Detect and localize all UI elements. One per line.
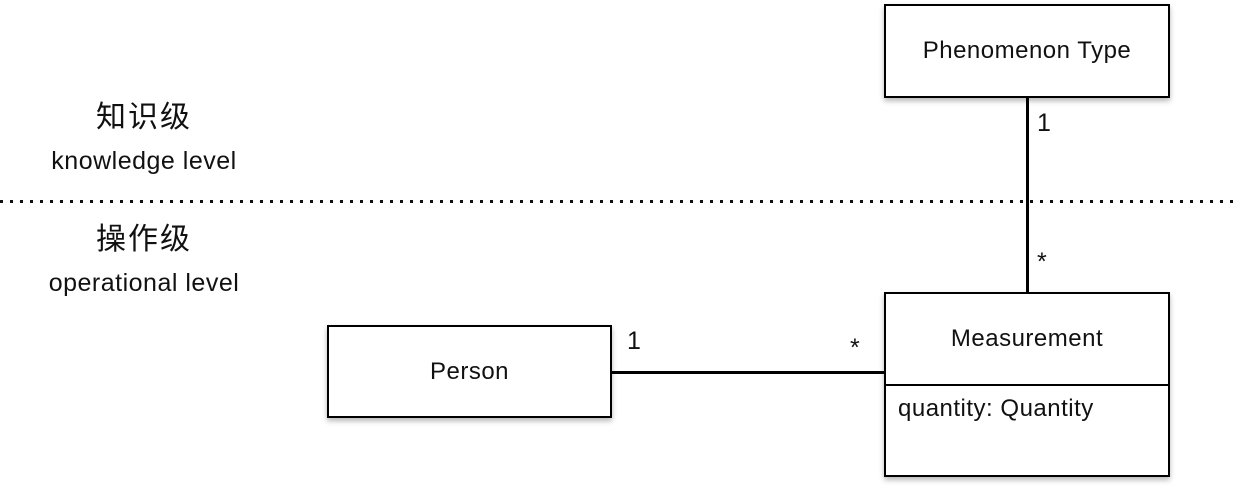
class-attributes-measurement: quantity: Quantity	[886, 384, 1168, 432]
knowledge-level-label-zh: 知识级	[96, 101, 192, 134]
class-box-person: Person	[327, 325, 612, 418]
association-line-phenomenontype-measurement	[1026, 98, 1029, 292]
level-divider-line	[0, 200, 1240, 203]
knowledge-level-label-en: knowledge level	[51, 147, 237, 175]
multiplicity-label-phenomenontype-end: 1	[1037, 109, 1051, 137]
class-box-measurement: Measurement quantity: Quantity	[884, 292, 1170, 477]
operational-level-label-en: operational level	[48, 269, 240, 297]
operational-level-label: 操作级 operational level	[0, 218, 288, 305]
operational-level-label-zh: 操作级	[96, 223, 192, 256]
knowledge-level-label: 知识级 knowledge level	[0, 96, 288, 183]
association-line-person-measurement	[611, 371, 884, 374]
attribute-quantity: quantity: Quantity	[898, 395, 1094, 422]
multiplicity-label-measurement-end-top: *	[1037, 248, 1047, 276]
class-title-person: Person	[429, 357, 510, 385]
class-title-measurement: Measurement	[950, 325, 1104, 352]
multiplicity-label-measurement-end-left: *	[850, 334, 860, 362]
class-title-phenomenon-type: Phenomenon Type	[922, 37, 1132, 64]
multiplicity-label-person-end: 1	[627, 327, 641, 355]
class-box-phenomenon-type: Phenomenon Type	[884, 4, 1170, 98]
